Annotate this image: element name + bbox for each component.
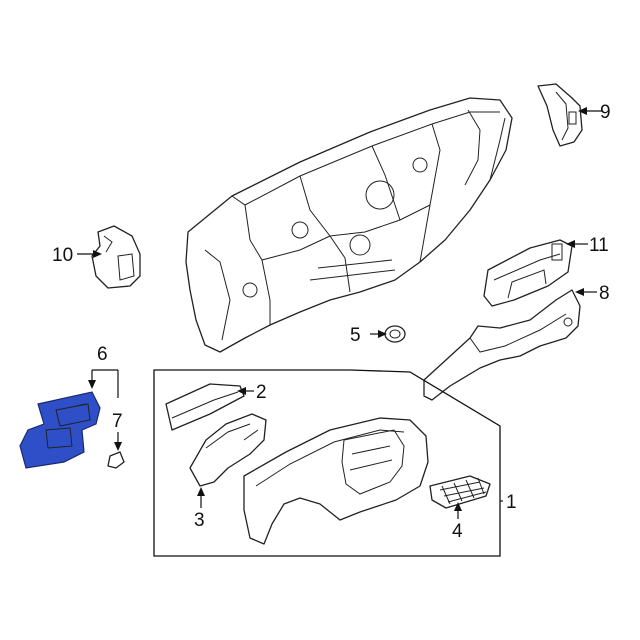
callout-8: 8 <box>599 283 610 304</box>
callout-3: 3 <box>194 510 205 531</box>
callout-5: 5 <box>350 325 361 346</box>
instrument-panel-frame <box>185 97 513 353</box>
knee-panel-part-6 <box>19 391 101 469</box>
clip-part-7 <box>107 451 125 469</box>
trim-panel-part-8 <box>423 289 581 401</box>
grommet-part-5 <box>384 325 406 343</box>
callout-7: 7 <box>112 411 123 432</box>
cover-part-10 <box>91 225 141 289</box>
leader-lines <box>77 107 602 519</box>
bracket-part-11 <box>483 239 573 307</box>
callout-1: 1 <box>506 492 517 513</box>
callout-4: 4 <box>452 521 463 542</box>
mesh-pocket-part-4 <box>429 475 491 509</box>
dash-panel-part-1 <box>243 417 429 545</box>
inset-frame <box>153 369 501 557</box>
callout-6: 6 <box>97 344 108 365</box>
callout-9: 9 <box>600 102 611 123</box>
bezel-part-3 <box>189 413 267 487</box>
callout-10: 10 <box>52 245 73 266</box>
callout-11: 11 <box>589 235 609 256</box>
callout-2: 2 <box>256 382 267 403</box>
callout-labels: 1 2 3 4 5 6 7 8 9 10 11 <box>52 102 611 542</box>
trim-strip-part-2 <box>165 383 245 431</box>
bracket-part-9 <box>537 83 583 147</box>
